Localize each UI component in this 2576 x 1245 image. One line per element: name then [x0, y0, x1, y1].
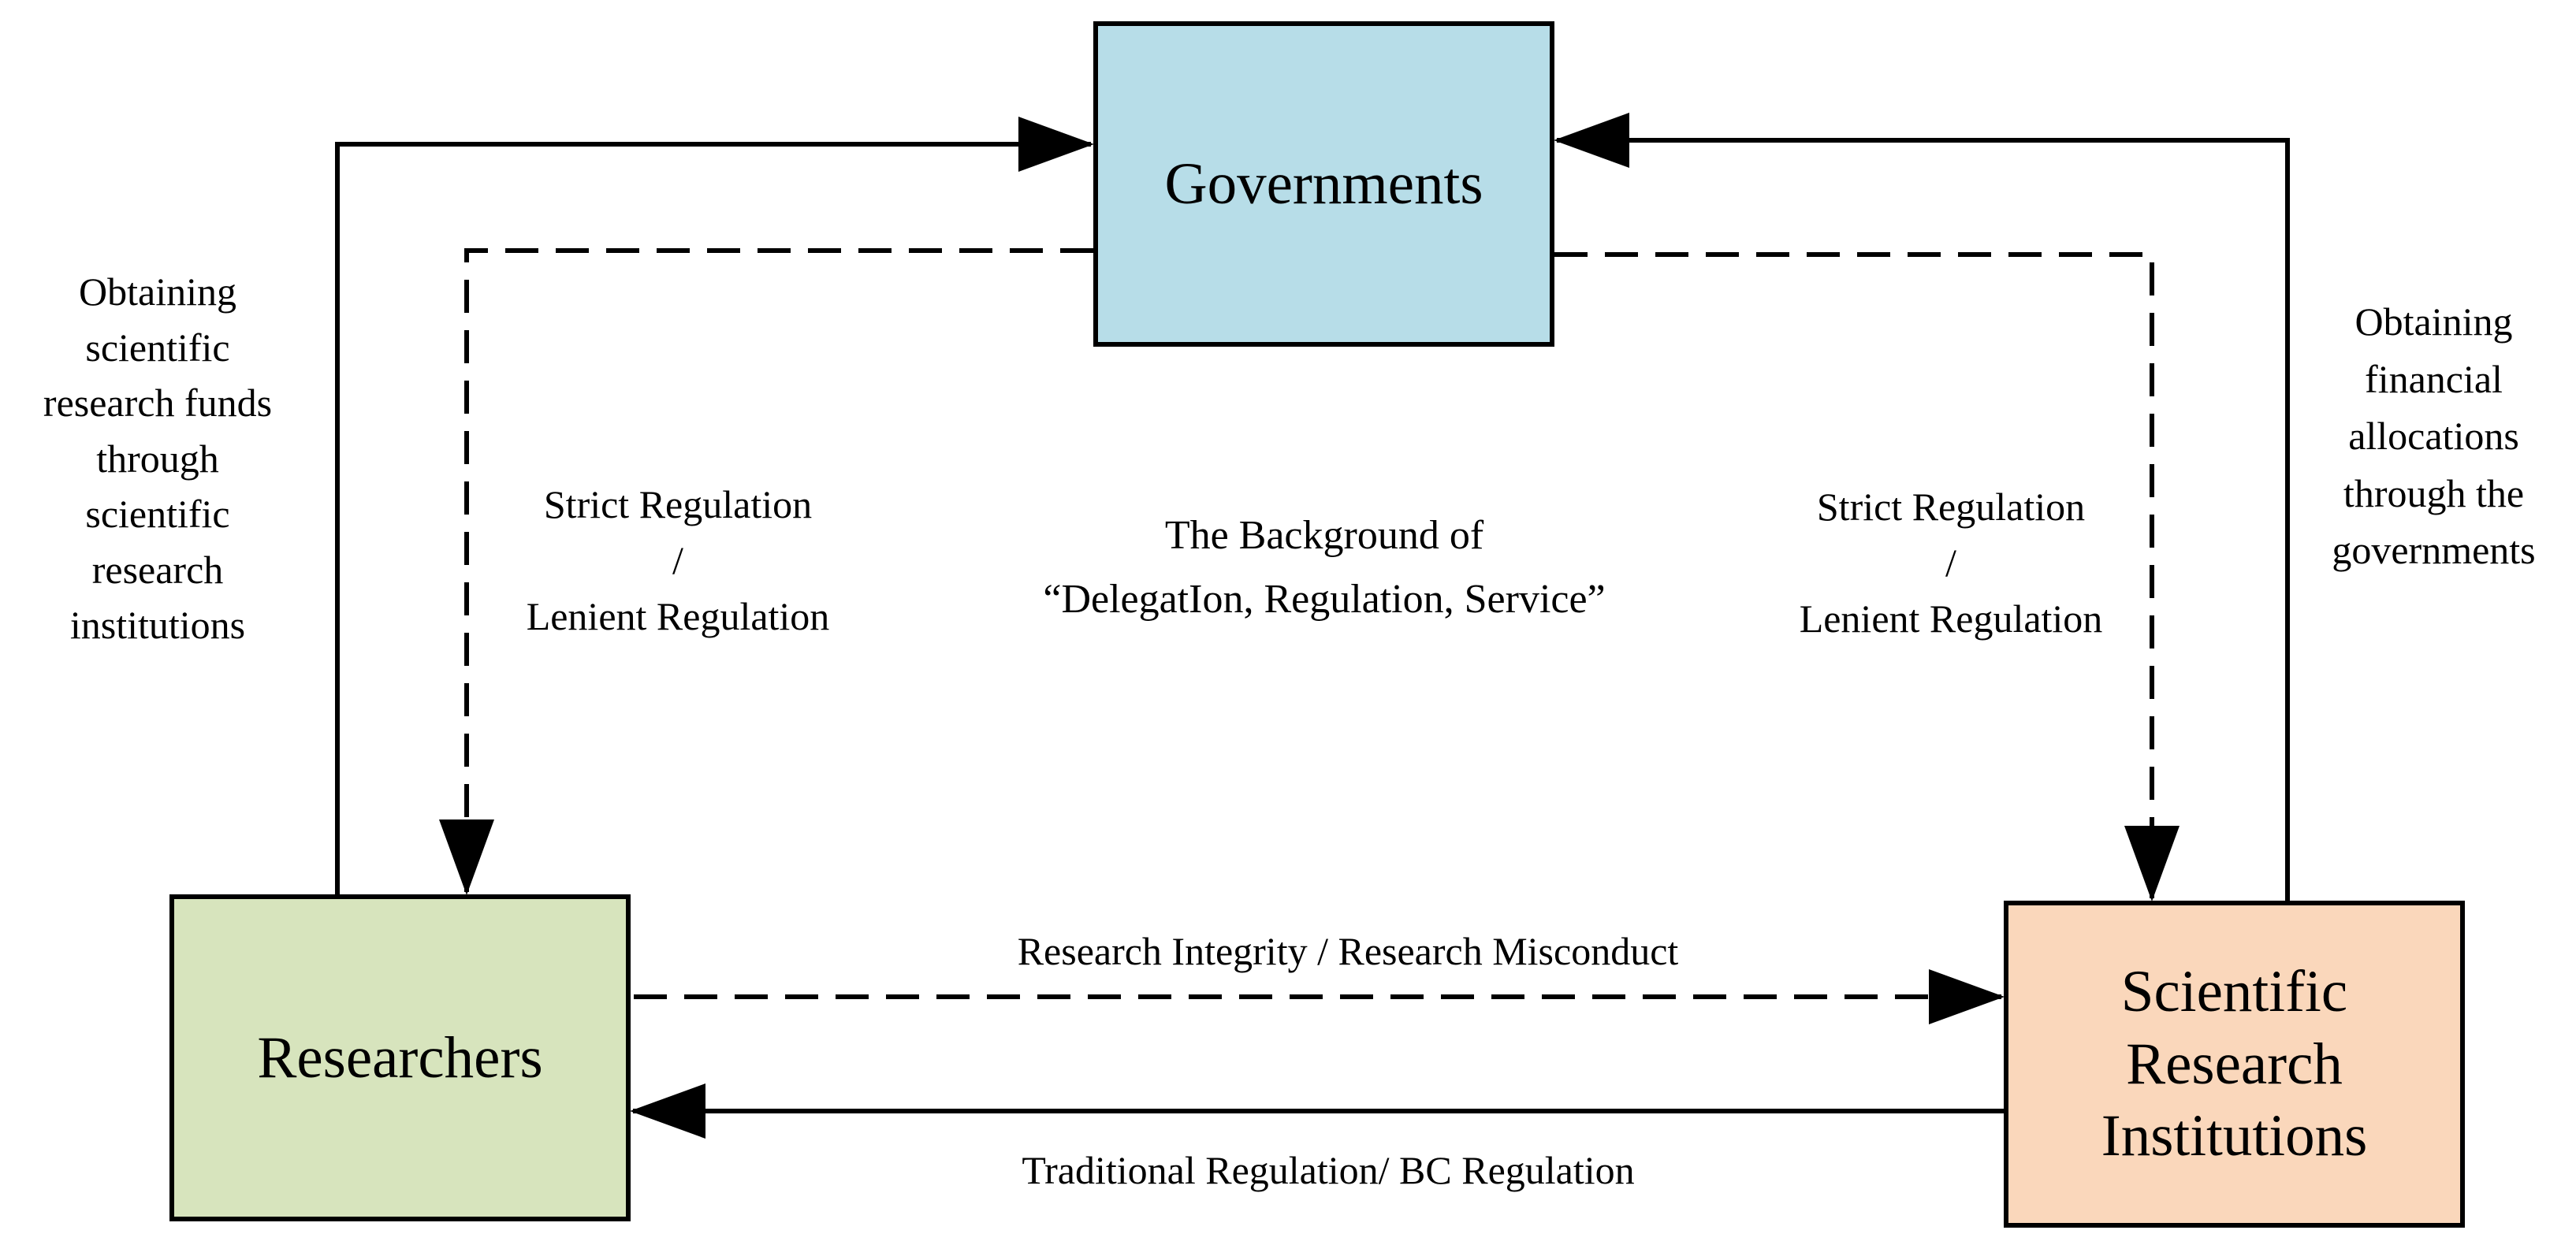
label-line: research — [91, 547, 224, 592]
label-line: Lenient Regulation — [1799, 596, 2103, 641]
label-line: institutions — [69, 603, 246, 647]
regulation-label-left: Strict Regulation / Lenient Regulation — [473, 477, 883, 645]
label-line: financial — [2365, 356, 2503, 401]
label-line: through — [96, 436, 219, 481]
label-line: through the — [2343, 470, 2525, 515]
institutions-label-line: Research — [2126, 1031, 2343, 1097]
label-line: research funds — [43, 381, 273, 425]
label-line: “DelegatIon, Regulation, Service” — [1043, 576, 1606, 622]
label-line: scientific — [85, 325, 230, 370]
financial-allocations-flow-label: Obtaining financial allocations through … — [2302, 293, 2566, 579]
arrow-governments-to-researchers — [439, 248, 1093, 895]
arrow-governments-to-institutions — [1554, 252, 2180, 901]
label-line: Obtaining — [79, 269, 236, 314]
arrow-researchers-to-governments — [335, 117, 1094, 894]
background-label: The Background of “DelegatIon, Regulatio… — [906, 504, 1742, 631]
institutions-label: Scientific Research Institutions — [2101, 956, 2368, 1173]
institutions-label-line: Scientific — [2120, 959, 2348, 1025]
arrow-institutions-to-governments — [1554, 113, 2290, 901]
label-line: Strict Regulation — [543, 482, 813, 526]
scientific-research-institutions-node: Scientific Research Institutions — [2004, 901, 2465, 1228]
governments-label: Governments — [1164, 151, 1483, 217]
label-line: Obtaining — [2355, 299, 2513, 344]
researchers-label: Researchers — [257, 1024, 543, 1091]
label-line: Strict Regulation — [1816, 485, 2086, 529]
researchers-node: Researchers — [169, 894, 631, 1221]
research-integrity-label: Research Integrity / Research Misconduct — [1017, 929, 1679, 973]
institutions-label-line: Institutions — [2101, 1103, 2368, 1169]
label-line: The Background of — [1164, 513, 1484, 558]
traditional-regulation-label: Traditional Regulation/ BC Regulation — [1022, 1148, 1635, 1192]
label-line: / — [672, 538, 683, 582]
label-line: governments — [2332, 528, 2536, 572]
governments-node: Governments — [1093, 21, 1554, 347]
label-line: allocations — [2348, 414, 2519, 458]
label-line: scientific — [85, 492, 230, 536]
research-funds-flow-label: Obtaining scientific research funds thro… — [0, 264, 315, 653]
label-line: / — [1945, 541, 1956, 585]
label-line: Lenient Regulation — [526, 594, 830, 638]
regulation-label-right: Strict Regulation / Lenient Regulation — [1746, 479, 2156, 647]
